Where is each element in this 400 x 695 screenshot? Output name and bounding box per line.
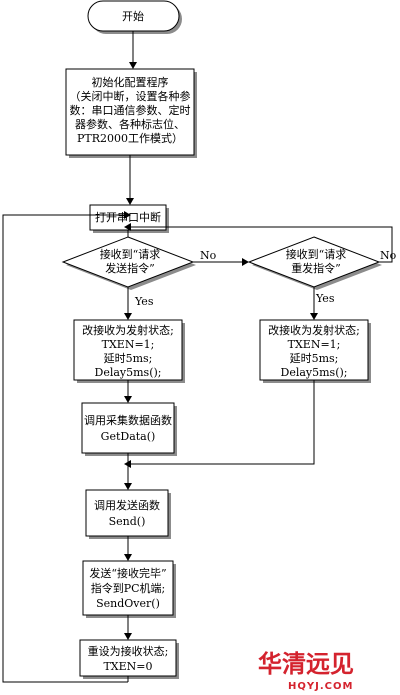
start-node: 开始: [87, 0, 182, 34]
send-done-line-3: SendOver(): [96, 597, 160, 610]
watermark-site: HQYJ.COM: [288, 681, 353, 692]
init-line-4: 器参数、各种标志位、: [75, 117, 185, 131]
set-send-right-line-1: 改接收为发射状态;: [268, 323, 360, 337]
set-send-left-line-1: 改接收为发射状态;: [82, 323, 174, 337]
decision-resend-node: 接收到“请求 重发指令”: [247, 236, 382, 290]
init-config-node: 初始化配置程序 （关闭中断，设置各种参 数：串口通信参数、定时 器参数、各种标志…: [65, 68, 197, 158]
call-getdata-line-1: 调用采集数据函数: [84, 413, 172, 427]
send-done-line-1: 发送“接收完毕”: [89, 566, 166, 580]
call-send-node: 调用发送函数 Send(): [85, 489, 171, 539]
yes-label-2: Yes: [315, 292, 335, 305]
set-send-right-node: 改接收为发射状态; TXEN=1; 延时5ms; Delay5ms();: [259, 319, 371, 383]
decision-resend-line-1: 接收到“请求: [286, 247, 347, 261]
start-label: 开始: [122, 9, 144, 23]
open-interrupt-label: 打开串口中断: [95, 210, 161, 224]
watermark-brand: 华清远见: [258, 650, 354, 678]
set-send-left-node: 改接收为发射状态; TXEN=1; 延时5ms; Delay5ms();: [73, 319, 185, 383]
send-done-node: 发送“接收完毕” 指令到PC机端; SendOver(): [82, 560, 176, 618]
decision-send-line-1: 接收到“请求: [100, 247, 161, 261]
reset-receive-node: 重设为接收状态; TXEN=0: [79, 639, 179, 679]
reset-receive-line-2: TXEN=0: [103, 660, 152, 673]
init-line-5: PTR2000工作模式）: [77, 132, 183, 145]
set-send-left-line-4: Delay5ms();: [95, 366, 162, 379]
decision-send-line-2: 发送指令”: [105, 261, 155, 275]
init-line-1: 初始化配置程序: [92, 75, 169, 89]
no-label-1: No: [200, 249, 217, 262]
set-send-left-line-3: 延时5ms;: [104, 352, 153, 365]
set-send-left-line-2: TXEN=1;: [102, 338, 155, 351]
init-line-2: （关闭中断，设置各种参: [70, 89, 191, 103]
set-send-right-line-4: Delay5ms();: [281, 366, 348, 379]
init-line-3: 数：串口通信参数、定时: [70, 103, 191, 117]
call-send-line-2: Send(): [109, 515, 146, 528]
decision-resend-line-2: 重发指令”: [291, 261, 341, 275]
yes-label-1: Yes: [134, 295, 154, 308]
reset-receive-line-1: 重设为接收状态;: [88, 644, 169, 658]
send-done-line-2: 指令到PC机端;: [91, 581, 166, 595]
set-send-right-line-3: 延时5ms;: [290, 352, 339, 365]
no-label-2: No: [380, 249, 397, 262]
call-getdata-node: 调用采集数据函数 GetData(): [81, 402, 177, 456]
decision-send-node: 接收到“请求 发送指令”: [61, 236, 196, 290]
open-interrupt-node: 打开串口中断: [89, 204, 169, 233]
call-send-line-1: 调用发送函数: [94, 498, 160, 512]
call-getdata-line-2: GetData(): [101, 430, 156, 443]
watermark-logo: 华清远见 HQYJ.COM: [258, 650, 354, 692]
set-send-right-line-2: TXEN=1;: [288, 338, 341, 351]
